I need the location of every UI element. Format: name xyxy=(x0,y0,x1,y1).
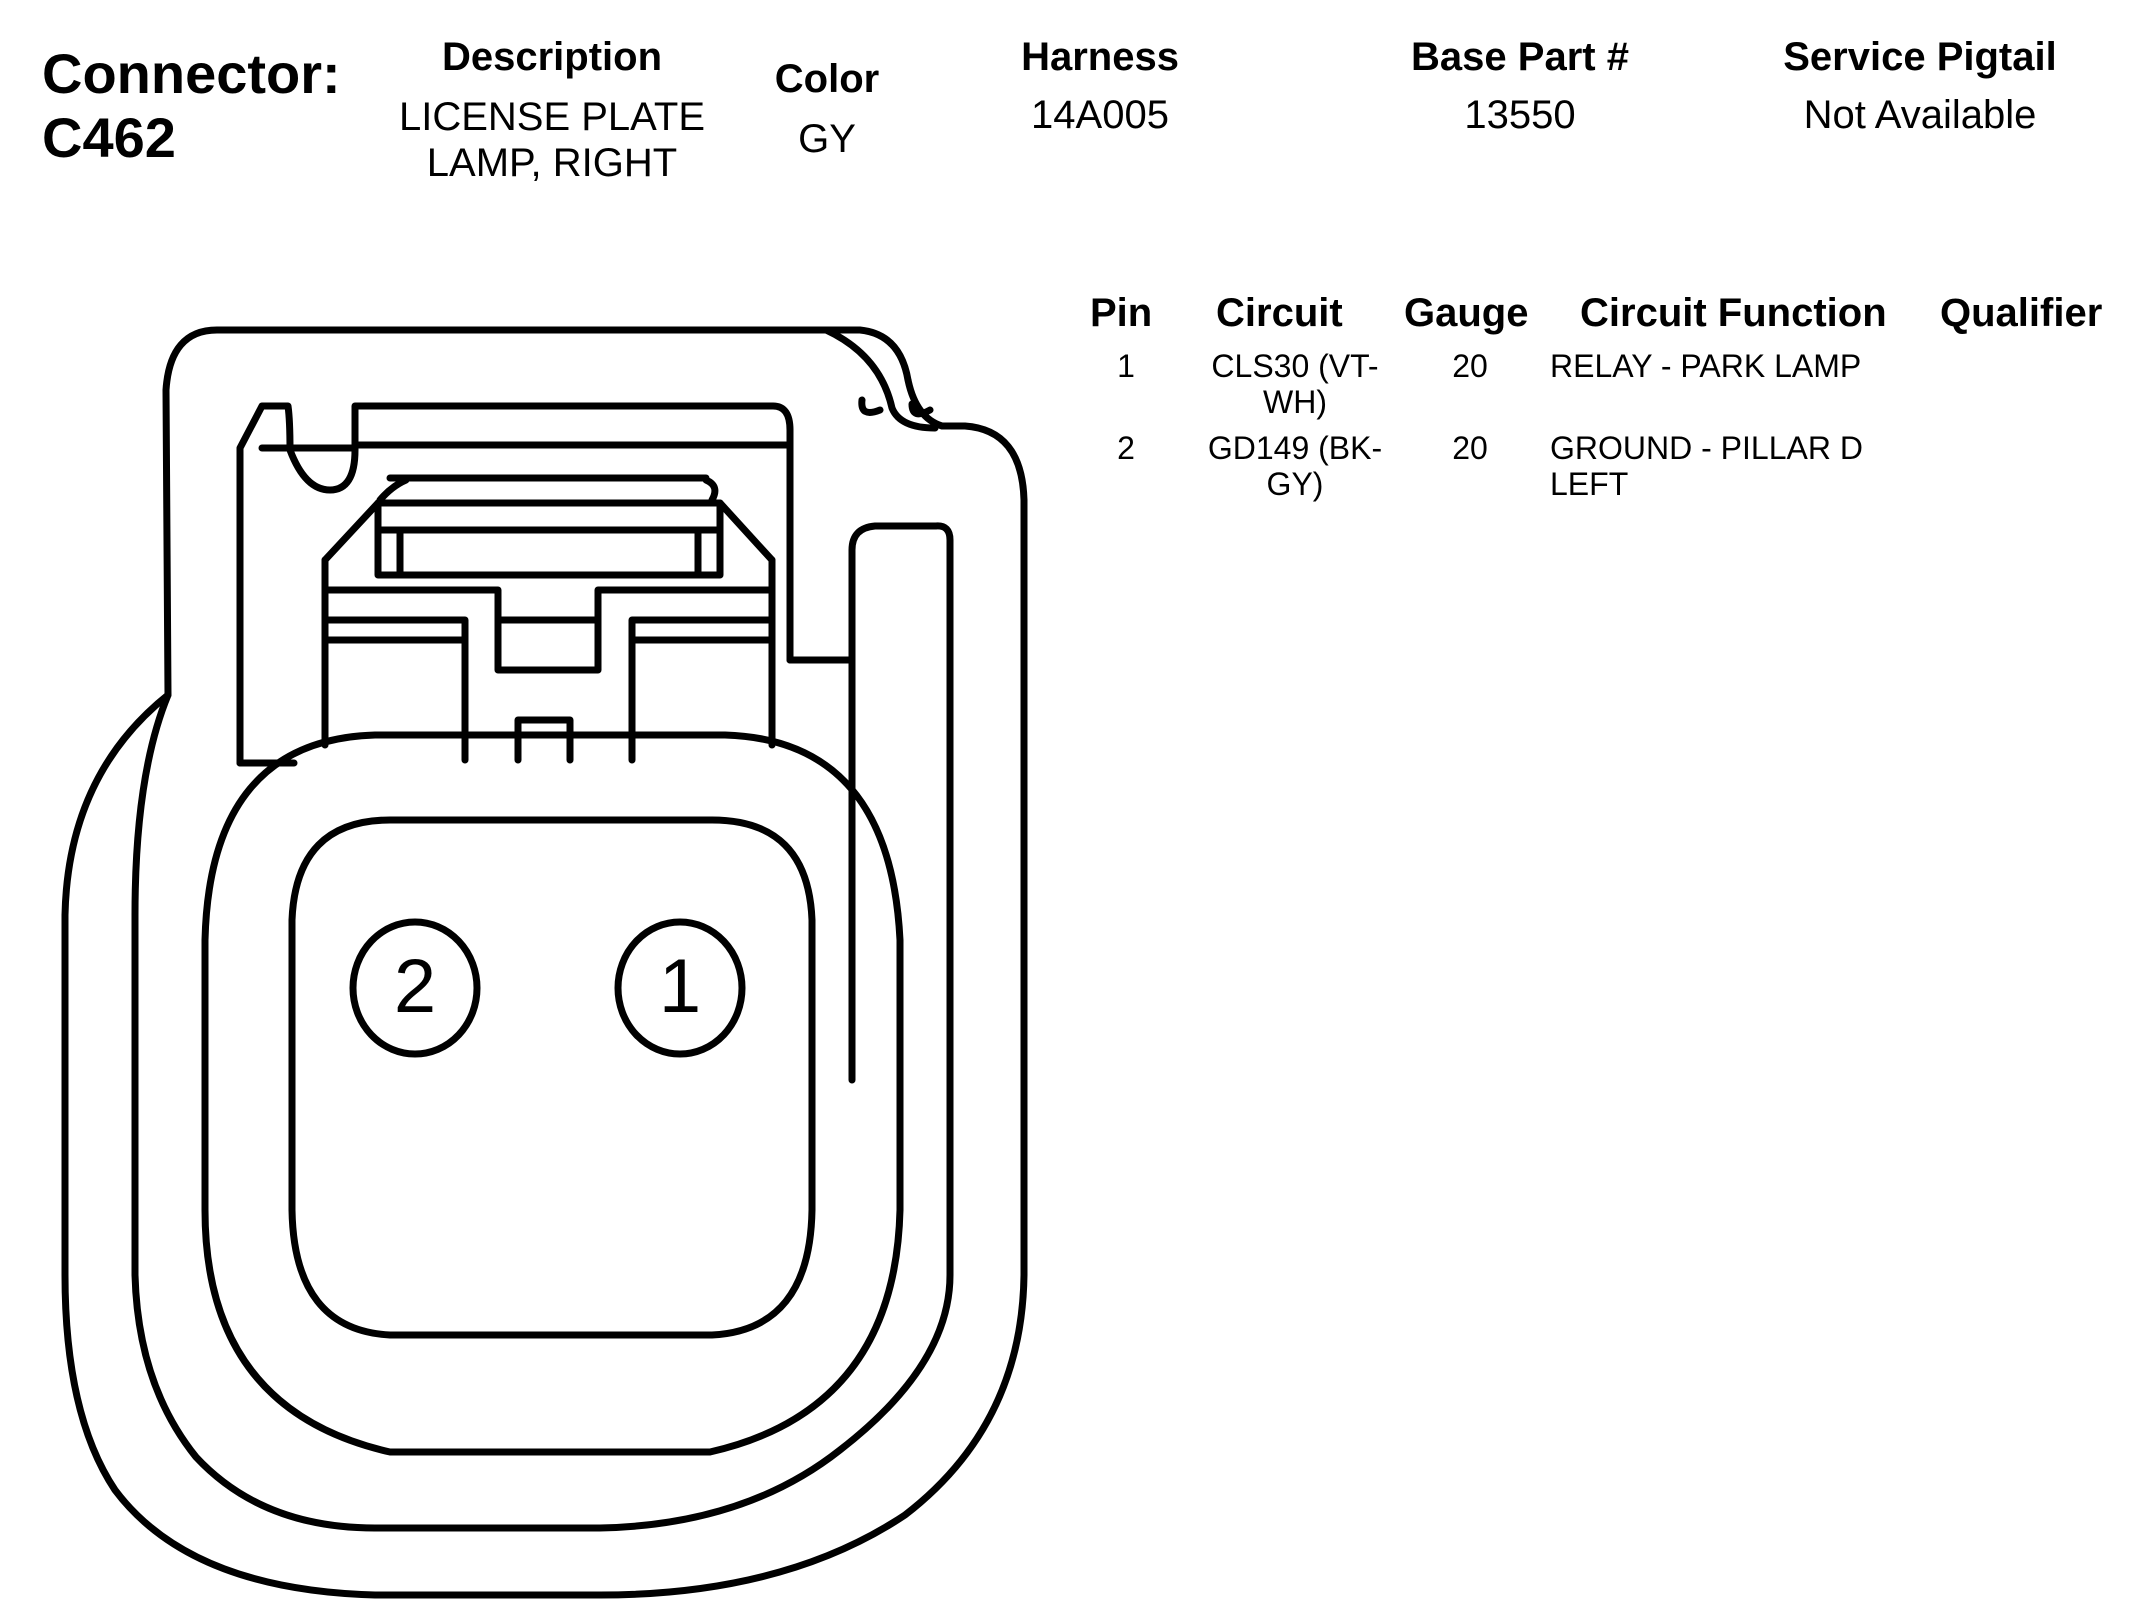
base-part-label: Base Part # xyxy=(1411,35,1629,79)
gauge-cell: 20 xyxy=(1452,430,1488,466)
circuit-line-1: CLS30 (VT- xyxy=(1211,348,1379,384)
pin-number: 2 xyxy=(1117,430,1135,466)
circuit-function-header: Circuit Function xyxy=(1580,291,1887,335)
pin-1-label: 1 xyxy=(659,944,701,1029)
circuit-line-2: GY) xyxy=(1266,466,1324,502)
description-line-1: LICENSE PLATE xyxy=(398,95,706,139)
top-shelf-line xyxy=(258,441,794,452)
mating-face-outer xyxy=(201,731,904,1456)
connector-face-diagram: 2 1 xyxy=(61,326,1028,1599)
connector-outer-housing xyxy=(61,326,1028,1599)
lock-tab-body xyxy=(321,499,776,564)
lock-tab-lower xyxy=(321,616,776,764)
circuit-cell: GD149 (BK- GY) xyxy=(1180,430,1410,502)
pin-2-circle xyxy=(349,918,481,1058)
connector-outer-ring xyxy=(131,522,954,1532)
gauge-cell: 20 xyxy=(1452,348,1488,384)
gauge-header: Gauge xyxy=(1404,291,1529,335)
qualifier-header: Qualifier xyxy=(1940,291,2103,335)
top-inner-frame xyxy=(236,402,856,767)
color-column: Color GY xyxy=(742,56,912,162)
description-line-2: LAMP, RIGHT xyxy=(426,141,678,185)
lock-tab-key xyxy=(514,716,574,764)
lock-tab-center xyxy=(494,616,602,674)
function-line-1: GROUND - PILLAR D xyxy=(1550,430,1863,466)
lock-tab-sides xyxy=(374,526,724,579)
description-label: Description xyxy=(441,35,663,79)
harness-value: 14A005 xyxy=(1031,93,1169,137)
circuit-function-cell: RELAY - PARK LAMP xyxy=(1550,348,1930,384)
circuit-cell: CLS30 (VT- WH) xyxy=(1180,348,1410,420)
circuit-line-1: GD149 (BK- xyxy=(1207,430,1383,466)
pin-header: Pin xyxy=(1090,291,1153,335)
circuit-header: Circuit xyxy=(1216,291,1343,335)
mating-face-inner xyxy=(288,816,816,1339)
description-value: LICENSE PLATE LAMP, RIGHT xyxy=(372,94,732,186)
pin-1-circle xyxy=(614,918,746,1058)
latch-notch-inner xyxy=(858,396,934,418)
latch-notch xyxy=(822,326,939,432)
function-line-1: RELAY - PARK LAMP xyxy=(1550,348,1862,384)
lock-tab-top xyxy=(376,474,719,504)
connector-title: Connector: C462 xyxy=(42,42,341,170)
pin-1: 1 xyxy=(614,918,746,1058)
connector-label: Connector: xyxy=(42,42,341,105)
base-part-value: 13550 xyxy=(1464,93,1576,137)
pin-2: 2 xyxy=(349,918,481,1058)
lock-tab-upper xyxy=(374,499,724,534)
harness-column: Harness 14A005 xyxy=(960,34,1240,138)
service-pigtail-column: Service Pigtail Not Available xyxy=(1720,34,2120,138)
circuit-line-2: WH) xyxy=(1263,384,1327,420)
circuit-function-cell: GROUND - PILLAR D LEFT xyxy=(1550,430,1930,502)
lock-tab-shelf xyxy=(321,586,776,624)
service-pigtail-value: Not Available xyxy=(1803,93,2037,137)
description-column: Description LICENSE PLATE LAMP, RIGHT xyxy=(372,34,732,186)
pin-2-label: 2 xyxy=(394,944,436,1029)
connector-id: C462 xyxy=(42,106,176,169)
pin-number: 1 xyxy=(1117,348,1135,384)
color-value: GY xyxy=(798,117,856,161)
base-part-column: Base Part # 13550 xyxy=(1330,34,1710,138)
color-label: Color xyxy=(774,57,880,101)
service-pigtail-label: Service Pigtail xyxy=(1783,35,2057,79)
function-line-2: LEFT xyxy=(1550,466,1629,502)
harness-label: Harness xyxy=(1021,35,1179,79)
